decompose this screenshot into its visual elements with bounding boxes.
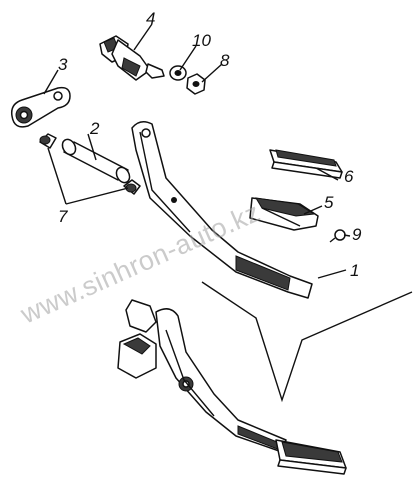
part-6-pedal-pad bbox=[269, 149, 343, 179]
callout-4: 4 bbox=[146, 9, 155, 28]
part-2-sleeve bbox=[61, 138, 131, 184]
callout-8: 8 bbox=[220, 51, 230, 70]
leader-lines bbox=[43, 23, 413, 403]
callout-9: 9 bbox=[352, 225, 362, 244]
callout-1: 1 bbox=[350, 261, 359, 280]
part-3-lever-plate bbox=[10, 86, 71, 128]
callout-6: 6 bbox=[344, 167, 354, 186]
part-9-screw bbox=[329, 229, 346, 243]
callout-3: 3 bbox=[58, 55, 68, 74]
callout-10: 10 bbox=[192, 31, 211, 50]
callout-5: 5 bbox=[324, 193, 334, 212]
callout-numbers: 4 10 8 3 2 7 6 5 9 1 bbox=[58, 9, 362, 280]
part-1-pedal-lever bbox=[131, 121, 313, 299]
part-7-bushings bbox=[39, 133, 141, 195]
assembled-pedal bbox=[117, 299, 347, 475]
part-8-nut bbox=[186, 73, 206, 95]
part-5-pad-bracket bbox=[249, 197, 319, 231]
callout-7: 7 bbox=[58, 207, 68, 226]
callout-2: 2 bbox=[89, 119, 100, 138]
part-10-washer bbox=[169, 65, 187, 81]
part-4-axle-pin bbox=[99, 35, 165, 81]
